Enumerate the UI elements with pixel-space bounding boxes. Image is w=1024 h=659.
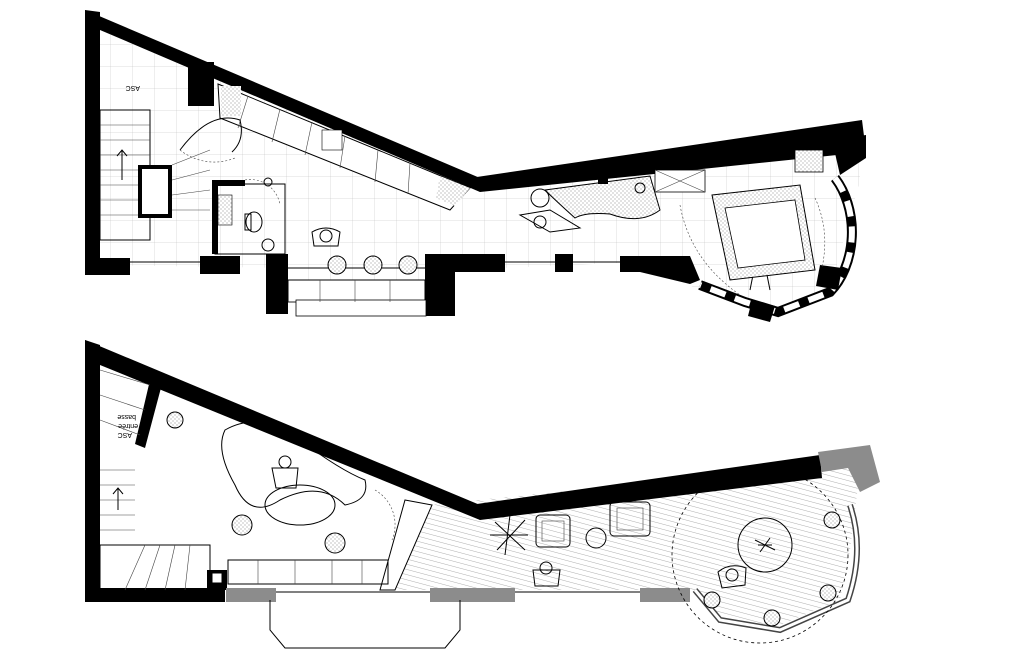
upper-wall-top-right — [470, 120, 866, 192]
stool-icon — [363, 255, 383, 275]
lower-elevator-label-2: entrée — [118, 422, 138, 429]
plant-icon — [490, 514, 528, 556]
upper-wall-bottom-mid — [440, 254, 505, 272]
armchair-icon — [609, 501, 651, 537]
upper-wall-bottom-right — [620, 256, 700, 284]
upper-wall-top — [85, 10, 480, 192]
person-icon — [532, 561, 561, 587]
upper-round-room-wall — [698, 174, 857, 318]
sink-icon — [530, 188, 550, 208]
upper-wall-column — [188, 62, 214, 106]
armchair-icon — [535, 514, 571, 548]
person-icon — [717, 565, 747, 589]
lower-column — [819, 584, 837, 602]
lower-wall-angled — [135, 380, 162, 448]
lower-gray-wall-seg3 — [640, 588, 690, 602]
stool-icon — [231, 514, 253, 536]
plant-icon — [754, 537, 776, 553]
lower-bay-window — [269, 600, 461, 649]
upper-bathroom — [212, 177, 286, 255]
lower-coffee-table — [264, 484, 336, 526]
lower-column — [823, 511, 841, 529]
toilet-icon — [245, 211, 263, 233]
lower-dashed-circle — [671, 466, 849, 644]
person-icon — [271, 455, 299, 489]
lower-wall-top-right — [470, 455, 822, 520]
lower-elevator-label-3: basse — [117, 413, 136, 420]
bed-icon — [711, 184, 816, 281]
upper-wall-bottom-seg — [200, 256, 240, 274]
lower-wall-bottom — [85, 588, 225, 602]
upper-floor-plan: ASC — [85, 10, 866, 322]
lower-wall-left — [85, 340, 100, 600]
stool-icon — [166, 411, 184, 429]
lower-wall-top — [85, 340, 480, 520]
sink-icon — [634, 182, 646, 194]
stool-icon — [327, 255, 347, 275]
person-icon — [518, 209, 582, 233]
lower-column — [703, 591, 721, 609]
lower-elevator-label-1: ASC — [118, 431, 132, 438]
stair-icon — [112, 487, 124, 510]
upper-floor-area — [100, 30, 860, 312]
upper-wall-bay-left — [266, 254, 288, 314]
lower-staircase — [99, 369, 211, 591]
lower-gray-wall-right — [818, 445, 880, 492]
lower-gray-wall-seg2 — [430, 588, 515, 602]
side-table — [585, 527, 607, 549]
lower-rug — [221, 421, 367, 508]
lower-floor-plan: ASC entrée basse — [85, 340, 880, 649]
lower-gray-wall-seg1 — [226, 588, 276, 602]
stair-icon — [116, 149, 128, 180]
upper-bathroom-vanity — [543, 175, 661, 220]
upper-kitchen-counter — [217, 83, 471, 211]
sink-icon — [261, 238, 275, 252]
upper-wall-right-box — [832, 135, 866, 175]
stool-icon — [324, 532, 346, 554]
upper-wall-left — [85, 10, 100, 270]
person-icon — [311, 227, 341, 247]
stool-icon — [398, 255, 418, 275]
upper-wall-bottom-left — [85, 258, 130, 275]
lower-sliding-panels — [227, 559, 389, 585]
upper-elevator-label: ASC — [126, 84, 140, 91]
table-icon — [737, 517, 793, 573]
upper-staircase — [99, 109, 211, 241]
upper-bay-window — [287, 279, 426, 303]
lower-column — [763, 609, 781, 627]
upper-wall-bottom-pier — [555, 254, 573, 272]
